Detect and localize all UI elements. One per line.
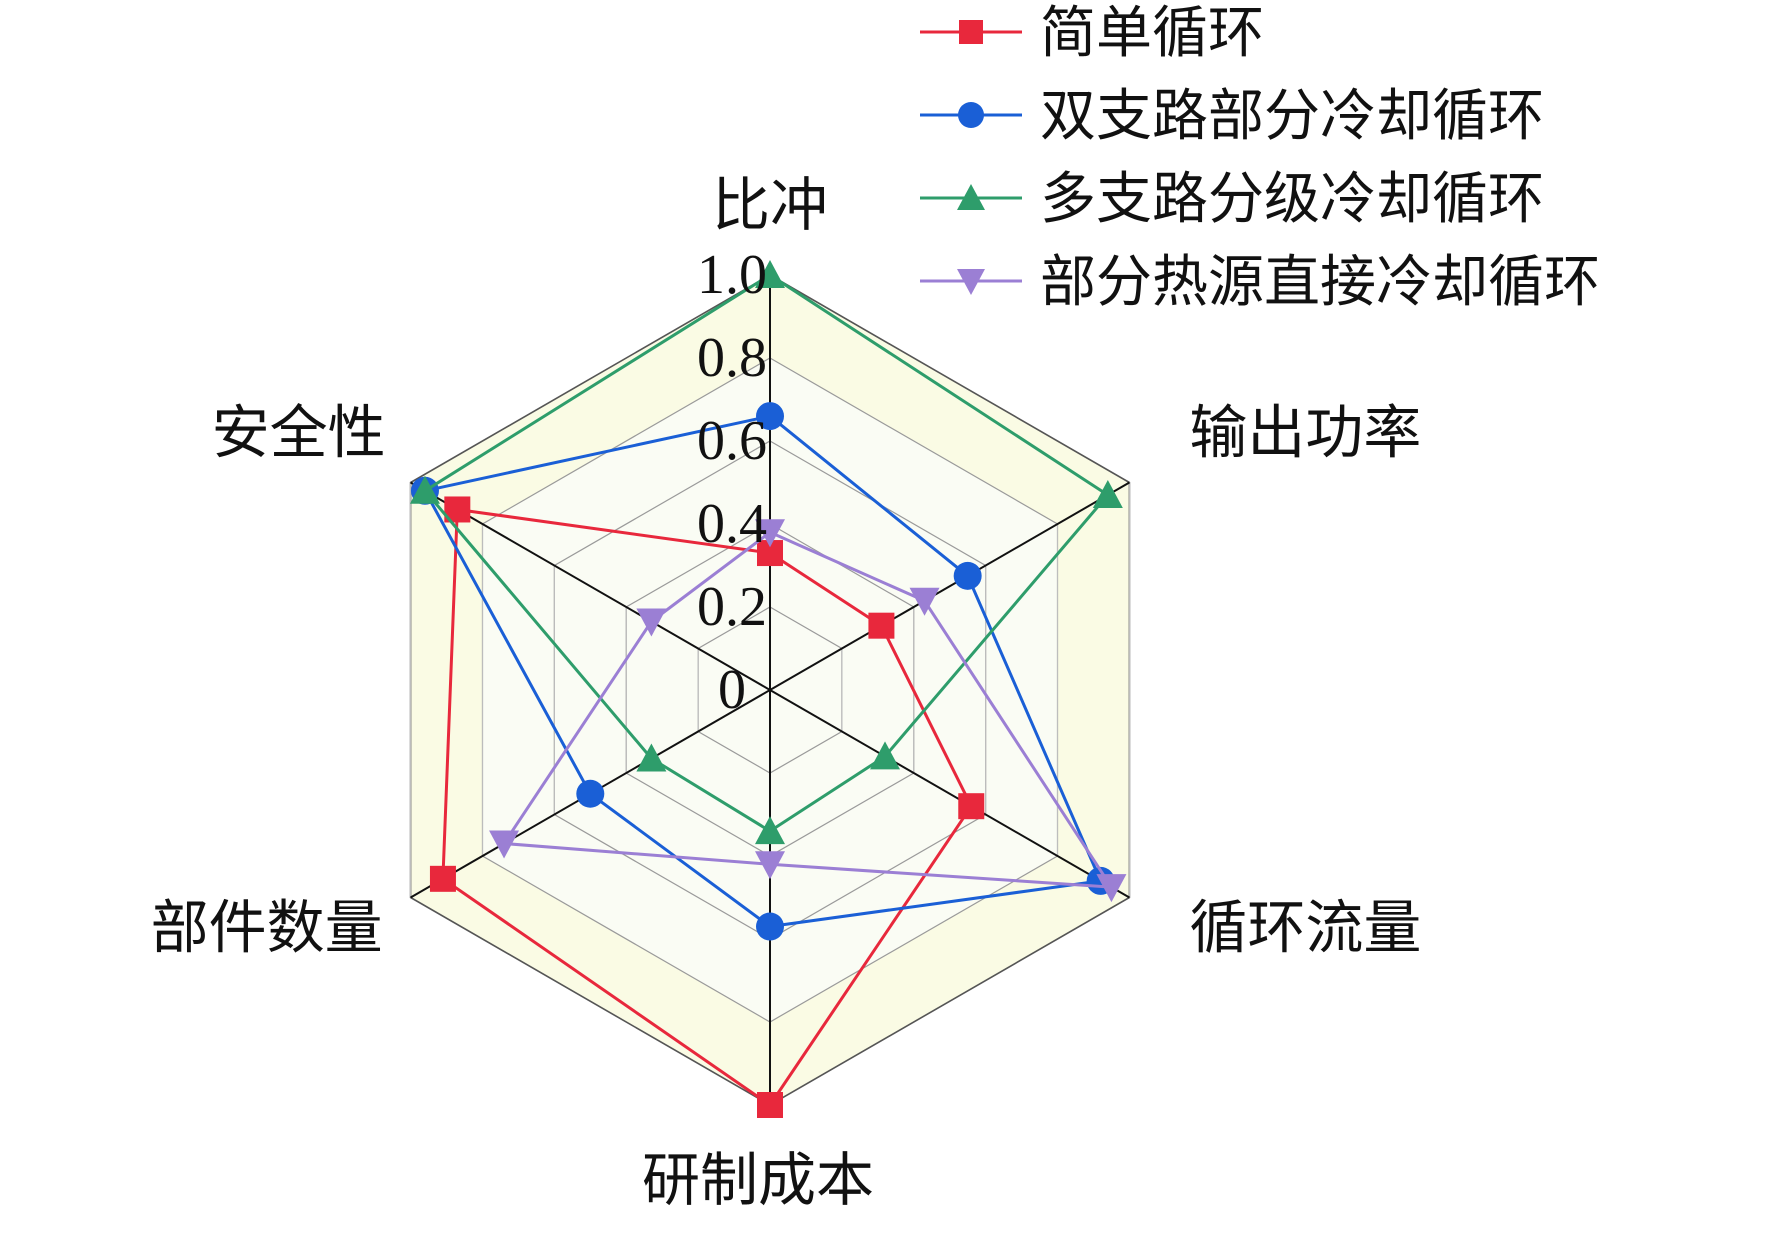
legend-label-0: 简单循环: [1040, 1, 1264, 66]
tick-label-0: 0: [718, 659, 746, 721]
legend-label-2: 多支路分级冷却循环: [1040, 167, 1544, 232]
series-layer: [409, 260, 1127, 1118]
series-2-point-5: [409, 475, 440, 504]
axis-spoke-2: [769, 689, 1130, 899]
series-0-point-4: [429, 865, 456, 892]
axis-spoke-1: [769, 481, 1130, 691]
axis-spoke-5: [410, 481, 771, 691]
series-3-point-4: [489, 830, 520, 859]
tick-label-3: 0.6: [697, 410, 767, 472]
series-1-point-0: [756, 402, 784, 431]
axis-label-3: 研制成本: [642, 1146, 874, 1214]
axis-label-2: 循环流量: [1189, 894, 1421, 962]
series-2-point-0: [755, 260, 785, 288]
series-2-point-2: [870, 741, 901, 770]
series-2-point-3: [755, 816, 785, 845]
legend-label-3: 部分热源直接冷却循环: [1040, 250, 1600, 315]
legend-label-1: 双支路部分冷却循环: [1040, 84, 1544, 149]
series-2-point-4: [636, 743, 667, 772]
tick-label-2: 0.4: [697, 493, 767, 555]
axis-spoke-layer: [410, 275, 1130, 1105]
axis-label-1: 输出功率: [1189, 399, 1421, 467]
axis-label-5: 安全性: [212, 399, 386, 467]
axis-label-0: 比冲: [712, 171, 828, 239]
axis-label-4: 部件数量: [151, 894, 383, 962]
series-0-point-1: [868, 612, 895, 639]
tick-label-4: 0.8: [697, 327, 767, 389]
series-3-point-0: [755, 519, 785, 548]
series-3-point-5: [636, 608, 667, 637]
series-1-point-4: [576, 779, 605, 808]
tick-label-5: 1.0: [697, 244, 767, 306]
series-1-point-3: [756, 912, 784, 941]
series-3-point-3: [755, 851, 785, 880]
legend-marker-3: [957, 269, 985, 295]
legend-marker-0: [959, 20, 983, 44]
tick-label-layer: 0 0.2 0.4 0.6 0.8 1.0: [697, 244, 767, 721]
series-3-point-1: [909, 587, 940, 616]
tick-label-1: 0.2: [697, 576, 767, 638]
series-2-point-1: [1092, 479, 1123, 508]
legend-marker-1: [958, 102, 984, 128]
series-0-point-3: [757, 1092, 783, 1118]
series-3-point-2: [1096, 874, 1127, 903]
legend-marker-2: [957, 184, 985, 210]
series-1-point-1: [953, 561, 982, 590]
series-0-point-2: [958, 793, 985, 820]
